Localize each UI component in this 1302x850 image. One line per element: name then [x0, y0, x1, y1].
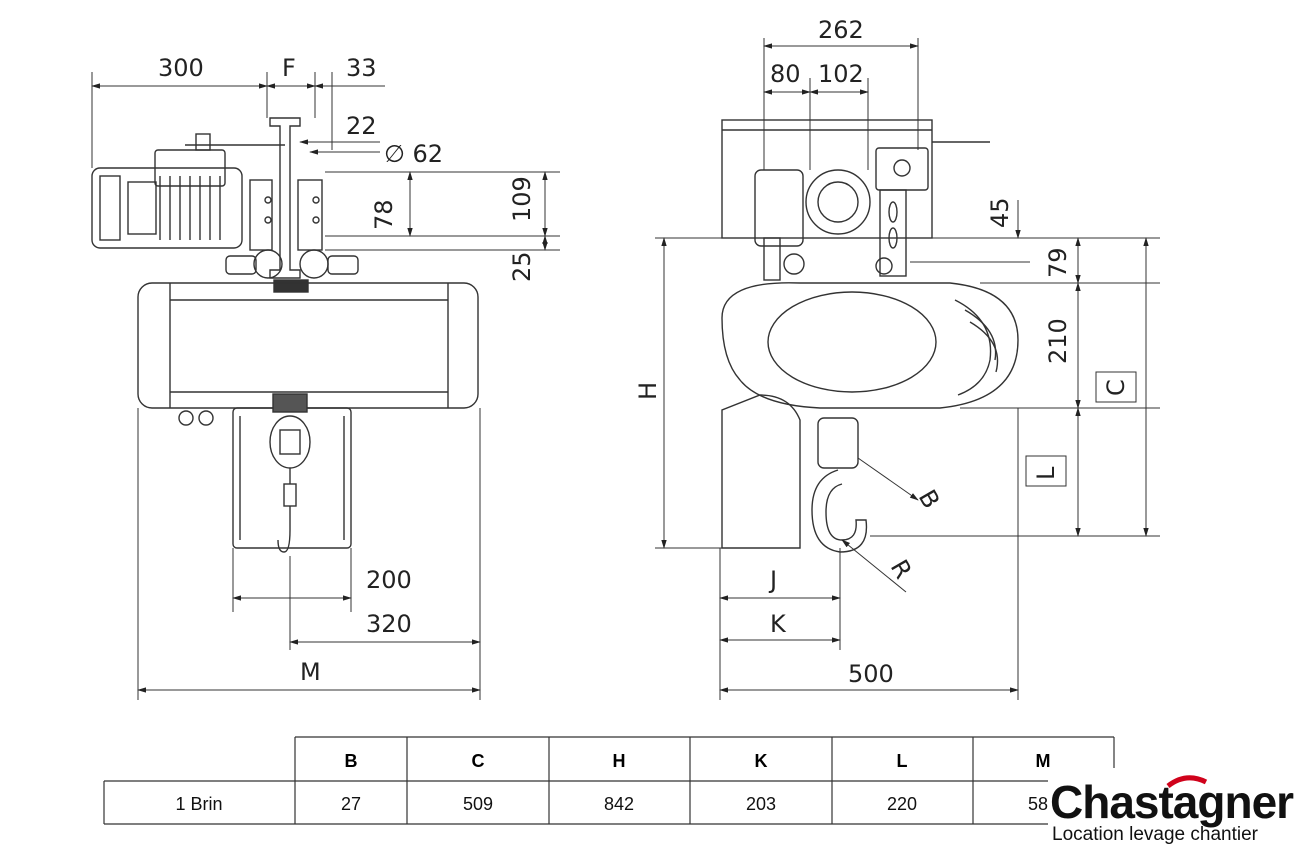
table-cell-b: 27	[341, 794, 361, 814]
chastagner-logo: Chastagner Location levage chantier	[1048, 768, 1298, 846]
dim-j: J	[768, 566, 777, 594]
hoist-body-side	[721, 282, 1019, 409]
dim-33: 33	[346, 54, 377, 82]
dim-320: 320	[366, 610, 412, 638]
dim-h: H	[634, 382, 662, 400]
trolley-wheel	[299, 249, 329, 279]
dim-c-box	[1095, 371, 1137, 403]
table-cell-l: 220	[887, 794, 917, 814]
table-header-m: M	[1036, 751, 1051, 771]
dim-500: 500	[848, 660, 894, 688]
rail-beam	[269, 117, 301, 279]
dim-25: 25	[508, 251, 536, 282]
front-dimensions	[91, 72, 560, 700]
dim-200: 200	[366, 566, 412, 594]
side-view	[721, 119, 1019, 553]
table-cell-h: 842	[604, 794, 634, 814]
table-cell-k: 203	[746, 794, 776, 814]
dim-109: 109	[508, 176, 536, 222]
dim-102: 102	[818, 60, 864, 88]
motor-side	[754, 169, 804, 247]
dim-l-box	[1025, 455, 1067, 487]
dim-78: 78	[370, 199, 398, 230]
front-view	[91, 117, 479, 553]
dim-210: 210	[1044, 318, 1072, 364]
table-header-b: B	[345, 751, 358, 771]
bucket-side	[721, 394, 801, 549]
hook	[277, 506, 291, 553]
beam-side	[721, 119, 933, 239]
dim-79: 79	[1044, 247, 1072, 278]
logo-tagline: Location levage chantier	[1052, 824, 1259, 845]
dimensions-table	[103, 736, 1115, 825]
table-row-label: 1 Brin	[175, 794, 222, 814]
dim-300: 300	[158, 54, 204, 82]
chain-bucket	[232, 407, 352, 549]
dim-b: B	[913, 485, 945, 513]
dim-22: 22	[346, 112, 377, 140]
hook-side	[811, 469, 868, 553]
hoist-body	[137, 282, 479, 409]
side-dimensions	[655, 38, 1160, 700]
terminal-box	[154, 149, 226, 187]
hook-block	[269, 415, 311, 469]
terminal-box-side	[875, 147, 929, 191]
motor	[91, 167, 243, 249]
table-header-l: L	[897, 751, 908, 771]
dim-45: 45	[986, 197, 1014, 228]
table-header-k: K	[755, 751, 768, 771]
dim-c: C	[1102, 379, 1130, 396]
dim-l: L	[1032, 466, 1060, 480]
trolley-wheel	[253, 249, 283, 279]
dim-f: F	[282, 54, 296, 82]
gearbox	[805, 169, 871, 235]
table-header-c: C	[472, 751, 485, 771]
dim-80: 80	[770, 60, 801, 88]
dim-phi-62: ∅ 62	[384, 140, 443, 168]
dim-262: 262	[818, 16, 864, 44]
table-header-h: H	[613, 751, 626, 771]
logo-accent-swoosh	[1166, 775, 1208, 789]
hook-block-side	[817, 417, 859, 469]
table-cell-c: 509	[463, 794, 493, 814]
dim-k: K	[770, 610, 787, 638]
dim-m: M	[300, 658, 321, 686]
